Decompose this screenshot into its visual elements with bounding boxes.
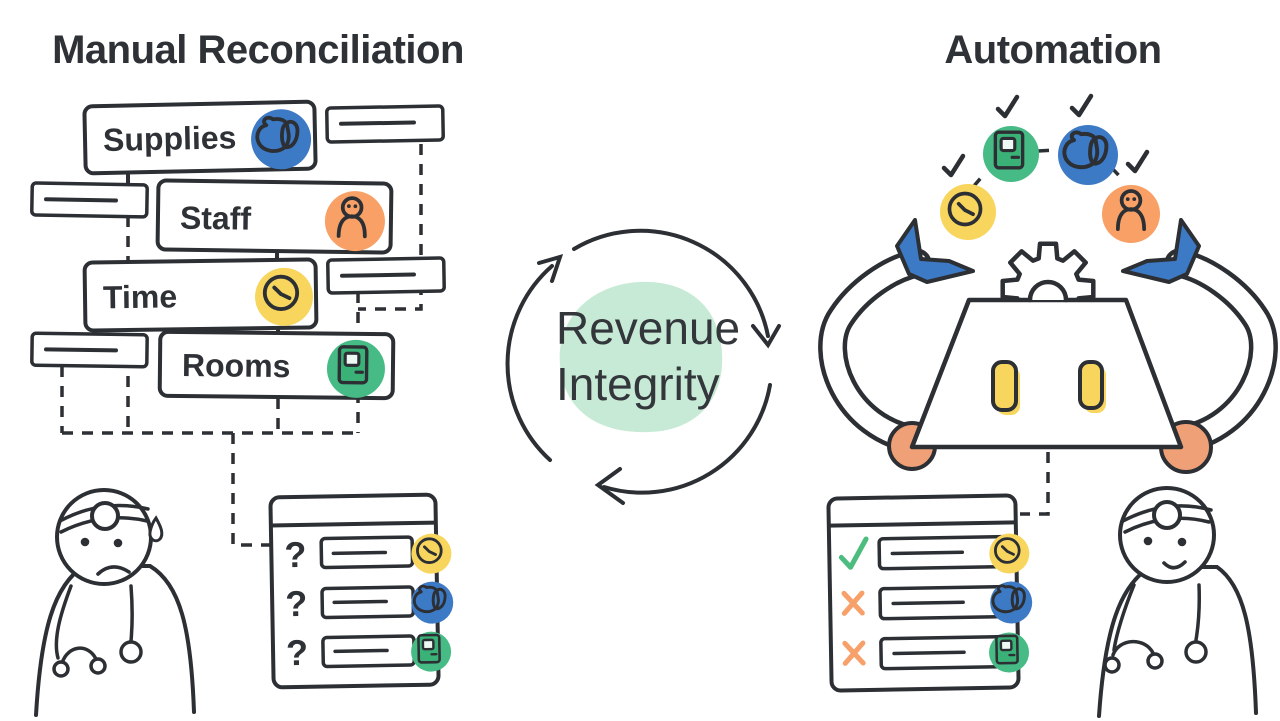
right-panel-title: Automation	[944, 28, 1161, 72]
head-mirror-icon	[90, 501, 120, 531]
doctor-eye	[1143, 536, 1153, 546]
manual-reconciliation-panel: Manual Reconciliation Supplies S	[30, 28, 464, 717]
cycle-arc-top	[572, 228, 770, 338]
checklist-row	[841, 581, 1033, 624]
supplies-box: Supplies	[82, 99, 318, 176]
checklist-row: ?	[286, 631, 452, 673]
empty-box	[326, 256, 446, 295]
checklist-row	[838, 533, 1030, 574]
empty-box-group	[30, 104, 446, 369]
doctor-eye	[113, 538, 123, 548]
claw-icon	[1121, 218, 1201, 284]
cycle-arc-bottom	[602, 383, 772, 495]
manual-checklist: ? ? ?	[268, 492, 454, 690]
rooms-label: Rooms	[182, 347, 291, 384]
door-icon	[337, 345, 369, 385]
arrowhead-down-icon	[751, 324, 781, 349]
check-icon	[838, 536, 869, 570]
robot-slots	[991, 360, 1106, 415]
cross-icon	[841, 590, 865, 616]
doctor-eye	[80, 537, 90, 547]
time-label: Time	[103, 278, 178, 315]
stethoscope-icon	[52, 584, 143, 678]
mint-blob	[559, 281, 723, 433]
automation-panel: Automation	[818, 28, 1278, 718]
person-icon-blob	[1102, 185, 1160, 243]
robot-arms	[818, 248, 1278, 455]
robot-body	[909, 297, 1184, 450]
revenue-integrity-cycle: Revenue Integrity	[505, 228, 781, 505]
arrowhead-up-icon	[537, 254, 564, 283]
robot	[818, 218, 1278, 474]
frown-mouth	[96, 565, 131, 576]
checklist-row	[842, 632, 1030, 673]
left-panel-title: Manual Reconciliation	[52, 28, 464, 72]
staff-box: Staff	[155, 178, 394, 255]
question-marker: ?	[285, 583, 308, 624]
time-box: Time	[82, 257, 319, 333]
door-icon	[993, 130, 1025, 170]
checklist-row: ?	[284, 533, 452, 575]
supplies-label: Supplies	[103, 119, 237, 158]
cross-icon	[842, 640, 866, 666]
center-label-line1: Revenue	[556, 302, 740, 354]
juggled-items	[940, 96, 1160, 243]
worried-doctor	[34, 488, 196, 717]
doctor-eye	[1177, 537, 1187, 547]
center-label-line2: Integrity	[556, 358, 720, 410]
staff-label: Staff	[180, 200, 252, 237]
checklist-row: ?	[285, 581, 454, 624]
cycle-arc-left	[505, 264, 554, 462]
stethoscope-icon	[1103, 583, 1208, 674]
check-icon	[1072, 96, 1091, 115]
check-icon	[944, 156, 963, 175]
door-icon	[995, 634, 1019, 665]
empty-box	[30, 181, 149, 219]
question-marker: ?	[284, 534, 307, 575]
empty-box	[325, 104, 445, 144]
door-icon	[417, 633, 441, 664]
sweat-drop-icon	[148, 515, 164, 543]
automation-checklist	[826, 493, 1033, 693]
doctor-body	[1097, 565, 1258, 718]
cycle-arrows	[505, 228, 781, 505]
happy-doctor	[1097, 486, 1258, 718]
doctor-body	[34, 564, 196, 717]
gear-hub-arc	[1027, 279, 1069, 303]
claw-icon	[895, 218, 975, 284]
robot-output-link	[1020, 452, 1050, 516]
empty-box	[30, 331, 149, 369]
head-mirror-icon	[1152, 500, 1182, 530]
smile-mouth	[1162, 560, 1187, 570]
check-icon	[998, 97, 1017, 116]
question-marker: ?	[286, 632, 309, 673]
checklist-header-divider	[828, 520, 1016, 528]
check-icon	[1128, 152, 1147, 171]
checklist-header-divider	[270, 520, 436, 528]
rooms-box: Rooms	[157, 329, 396, 401]
arrowhead-left-icon	[594, 467, 625, 505]
